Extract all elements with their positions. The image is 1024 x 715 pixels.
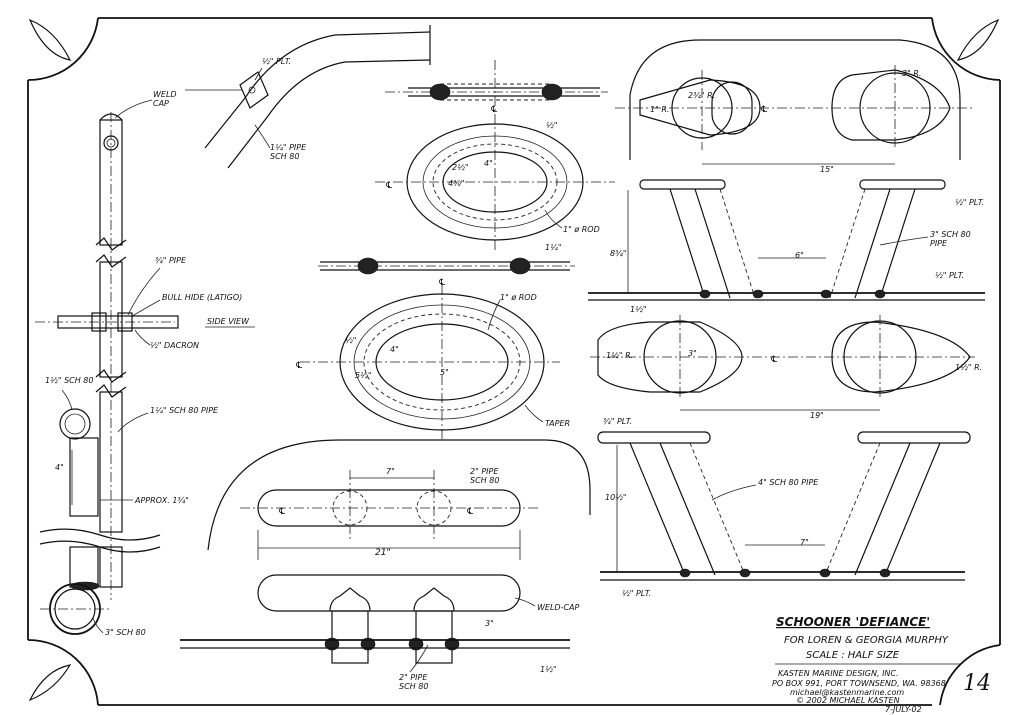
label-rod-1: 1" ø ROD [563, 225, 600, 234]
address-line: PO BOX 991, PORT TOWNSEND, WA. 98368 [772, 679, 946, 688]
centerline-mark-1: ℄ [490, 105, 498, 115]
label-bull-hide: BULL HIDE (LATIGO) [162, 293, 242, 302]
label-half-plt-top: ½" PLT. [262, 57, 291, 66]
label-approx: APPROX. 1¾" [134, 496, 189, 505]
label-r-1: 1" R. [650, 105, 669, 114]
label-rod-1-lower: 1" ø ROD [500, 293, 537, 302]
scale-line: SCALE : HALF SIZE [806, 650, 900, 661]
centerline-mark-6: ℄ [466, 507, 474, 517]
centerline-mark-8: ℄ [770, 355, 778, 365]
label-dim-3: 3" [485, 619, 494, 628]
label-4-sch80-pipe: 4" SCH 80 PIPE [758, 478, 819, 487]
label-oval2-5: 5" [440, 368, 449, 377]
label-r-3-mid: 3" [688, 349, 697, 358]
label-dacron: ½" DACRON [150, 341, 199, 350]
centerline-mark-5: ℄ [278, 507, 286, 517]
label-taper: TAPER [545, 419, 570, 428]
label-oval-dia: 2½" [452, 163, 469, 172]
label-plt-3-4: ¾" PLT. [603, 417, 632, 426]
label-dim-19: 19" [810, 411, 824, 420]
label-3-4-pipe: ¾" PIPE [155, 256, 187, 265]
title-text: SCHOONER 'DEFIANCE' [776, 615, 930, 629]
company-line: KASTEN MARINE DESIGN, INC. [778, 669, 899, 678]
label-1-25-sch80-pipe: 1¼" SCH 80 PIPE [150, 406, 219, 415]
sheet-border [27, 17, 1001, 706]
label-dim-8-75: 8¾" [610, 249, 627, 258]
title-block: SCHOONER 'DEFIANCE' FOR LOREN & GEORGIA … [772, 615, 991, 714]
label-oval-rad: 4⅜" [448, 179, 465, 188]
centerline-mark-3: ℄ [438, 278, 446, 288]
label-side-view: SIDE VIEW [207, 317, 250, 326]
label-3-sch80: 3" SCH 80 [105, 628, 146, 637]
label-dim-1-25: 1¼" [545, 243, 562, 252]
label-dim-4: 4" [55, 463, 64, 472]
label-dim-7-top: 7" [386, 467, 395, 476]
label-weld-cap-bot: WELD-CAP [537, 603, 580, 612]
label-dim-7-r: 7" [800, 538, 809, 547]
copyright-line: © 2002 MICHAEL KASTEN [796, 696, 900, 705]
date-line: 7-JULY-02 [885, 705, 922, 714]
label-oval-half: ½" [546, 121, 557, 130]
label-r-2-75: 2¾" R. [688, 91, 715, 100]
label-half-plt-r1: ½" PLT. [955, 198, 984, 207]
page-number: 14 [963, 671, 991, 696]
label-dim-6: 6" [795, 251, 804, 260]
label-r-1-5-a: 1½" R. [606, 351, 633, 360]
label-oval2-r: 4" [390, 345, 399, 354]
bollard-lower: ℄ 1½" R. 3" 1½" R. 19" 10½" 7" ¾" PLT. 4… [590, 315, 982, 598]
centerline-mark-2: ℄ [385, 181, 393, 191]
label-r-1-5-b: 1½" R. [955, 363, 982, 372]
email-line: michael@kastenmarine.com [790, 688, 904, 697]
for-line: FOR LOREN & GEORGIA MURPHY [784, 635, 949, 646]
centerline-mark-7: ℄ [760, 105, 768, 115]
label-1-5-sch80: 1½" SCH 80 [45, 376, 93, 385]
centerline-mark-4: ℄ [295, 361, 303, 371]
label-half-plt-r2: ½" PLT. [935, 271, 964, 280]
stanchion-side-view [35, 112, 179, 635]
label-oval2-half: ½" [345, 336, 356, 345]
label-half-plt-bot: ½" PLT. [622, 589, 651, 598]
bollard-upper: ℄ 1" R. 2¾" R. 3" R. 15" 8¾" 6" ½" PLT. … [588, 39, 985, 314]
label-r-3: 3" R. [902, 69, 921, 78]
label-dim-10-5: 10½" [605, 493, 627, 502]
label-dim-21: 21" [375, 548, 391, 558]
label-dim-1-5-r: 1½" [630, 305, 647, 314]
label-dim-1-5-bot: 1½" [540, 665, 557, 674]
label-oval-4: 4" [484, 159, 493, 168]
label-oval2-5half: 5½" [355, 371, 372, 380]
oval-ring-upper: ℄ ℄ ½" 4" 2½" 4⅜" 1" ø ROD [375, 60, 615, 250]
label-dim-15: 15" [820, 165, 834, 174]
oval-ring-lower: 1¼" ℄ ℄ 1" ø ROD ½" 4" 5" 5½" TAPER [295, 243, 575, 440]
